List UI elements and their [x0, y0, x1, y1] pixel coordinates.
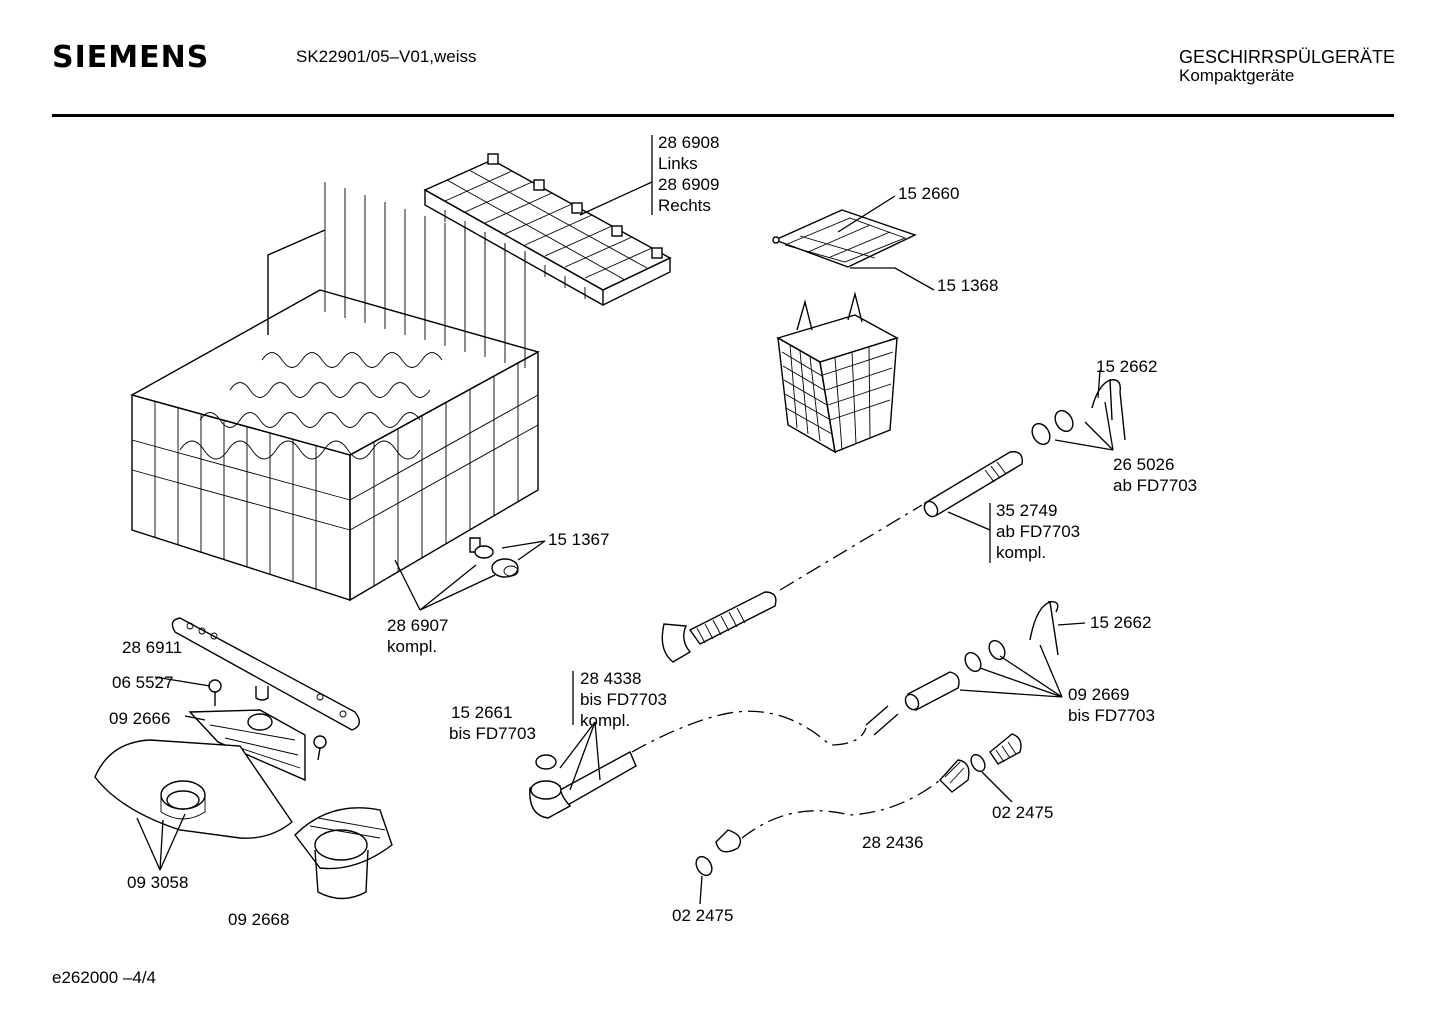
label-092668: 09 2668 — [228, 910, 289, 929]
label-152660: 15 2660 — [898, 184, 959, 203]
drawing-code: e262000 –4/4 — [52, 968, 156, 987]
label-352749-number: 35 2749 — [996, 501, 1057, 520]
label-152662-upper: 15 2662 — [1096, 357, 1157, 376]
label-065527: 06 5527 — [112, 673, 173, 692]
label-286907-note: kompl. — [387, 637, 437, 656]
lower-hose-drawing — [865, 601, 1059, 736]
drain-elbow-drawing — [529, 751, 637, 819]
label-286909-number: 28 6909 — [658, 175, 719, 194]
spray-arm-drawing — [171, 617, 360, 782]
label-286911: 28 6911 — [122, 638, 182, 657]
label-286907-number: 28 6907 — [387, 616, 448, 635]
label-151368: 15 1368 — [937, 276, 998, 295]
elbow-connector-line — [631, 710, 867, 753]
label-092669-note: bis FD7703 — [1068, 706, 1155, 725]
label-286908-note: Links — [658, 154, 698, 173]
label-265026-number: 26 5026 — [1113, 455, 1174, 474]
brand-logo: SIEMENS — [52, 40, 210, 75]
upper-hose-drawing — [923, 378, 1126, 518]
inlet-connector-line — [741, 779, 941, 839]
label-022475-right: 02 2475 — [992, 803, 1053, 822]
inlet-fittings-drawing — [695, 733, 1022, 877]
filter-housing-drawing — [294, 807, 393, 900]
middle-hose-drawing — [661, 591, 777, 663]
category-title: GESCHIRRSPÜLGERÄTE — [1179, 47, 1396, 67]
label-092669-number: 09 2669 — [1068, 685, 1129, 704]
label-152661-number: 15 2661 — [451, 703, 512, 722]
label-286908-number: 28 6908 — [658, 133, 719, 152]
label-152662-lower: 15 2662 — [1090, 613, 1151, 632]
header-divider — [52, 114, 1394, 117]
label-282436: 28 2436 — [862, 833, 923, 852]
hose-connector-line — [779, 504, 923, 591]
label-265026-note: ab FD7703 — [1113, 476, 1197, 495]
label-284338-number: 28 4338 — [580, 669, 641, 688]
roller-parts-drawing — [469, 537, 519, 578]
label-152661-note: bis FD7703 — [449, 724, 536, 743]
label-151367: 15 1367 — [548, 530, 609, 549]
label-352749-note: ab FD7703 — [996, 522, 1080, 541]
label-022475-left: 02 2475 — [672, 906, 733, 925]
leader-lines — [136, 135, 1114, 905]
sump-plate-drawing — [94, 739, 293, 839]
cutlery-basket-drawing — [772, 209, 917, 454]
label-284338-note: bis FD7703 — [580, 690, 667, 709]
label-352749-note2: kompl. — [996, 543, 1046, 562]
dish-basket-drawing — [130, 182, 540, 602]
label-286909-note: Rechts — [658, 196, 711, 215]
label-092666: 09 2666 — [109, 709, 170, 728]
subcategory-title: Kompaktgeräte — [1179, 66, 1295, 85]
label-093058: 09 3058 — [127, 873, 188, 892]
model-number: SK22901/05–V01,weiss — [296, 47, 477, 66]
label-284338-note2: kompl. — [580, 711, 630, 730]
cup-shelf-drawing — [423, 153, 672, 307]
